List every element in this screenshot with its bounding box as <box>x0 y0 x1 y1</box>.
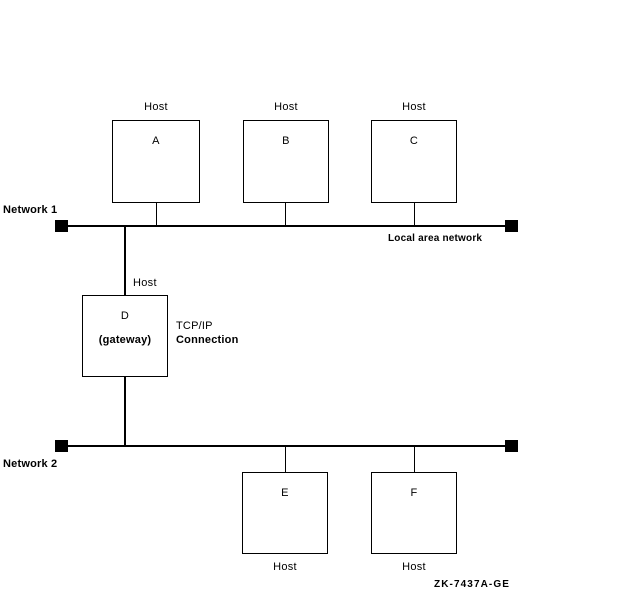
host-c-caption: Host <box>402 101 426 113</box>
tcpip-connection-line1: TCP/IP <box>176 320 213 332</box>
host-f-letter: F <box>410 487 418 499</box>
host-f-stub <box>414 446 415 472</box>
network-2-label: Network 2 <box>3 458 58 470</box>
network-2-right-terminator <box>505 440 518 452</box>
network-1-label: Network 1 <box>3 204 58 216</box>
host-a-box: A <box>112 120 200 203</box>
network-2-left-terminator <box>55 440 68 452</box>
host-a-caption: Host <box>144 101 168 113</box>
host-a-stub <box>156 203 157 227</box>
host-e-caption: Host <box>273 561 297 573</box>
host-b-box: B <box>243 120 329 203</box>
gateway-lower-trunk <box>124 377 126 446</box>
host-d-letter: D <box>120 310 130 322</box>
host-d-sublabel: (gateway) <box>98 334 152 346</box>
host-b-stub <box>285 203 286 227</box>
figure-id-label: ZK-7437A-GE <box>434 579 511 590</box>
host-f-box: F <box>371 472 457 554</box>
host-f-caption: Host <box>402 561 426 573</box>
host-b-caption: Host <box>274 101 298 113</box>
host-c-letter: C <box>409 135 419 147</box>
host-e-stub <box>285 446 286 472</box>
tcpip-connection-label: TCP/IP Connection <box>176 319 239 347</box>
host-b-letter: B <box>282 135 290 147</box>
host-e-box: E <box>242 472 328 554</box>
host-e-letter: E <box>281 487 289 499</box>
local-area-network-label: Local area network <box>388 233 483 244</box>
host-c-box: C <box>371 120 457 203</box>
host-d-caption: Host <box>133 277 157 289</box>
gateway-upper-trunk <box>124 226 126 295</box>
network-1-right-terminator <box>505 220 518 232</box>
host-d-box: D (gateway) <box>82 295 168 377</box>
network-2-bus <box>62 445 512 447</box>
host-c-stub <box>414 203 415 227</box>
tcpip-connection-line2: Connection <box>176 334 239 346</box>
network-1-bus <box>62 225 512 227</box>
network-1-left-terminator <box>55 220 68 232</box>
host-a-letter: A <box>152 135 160 147</box>
